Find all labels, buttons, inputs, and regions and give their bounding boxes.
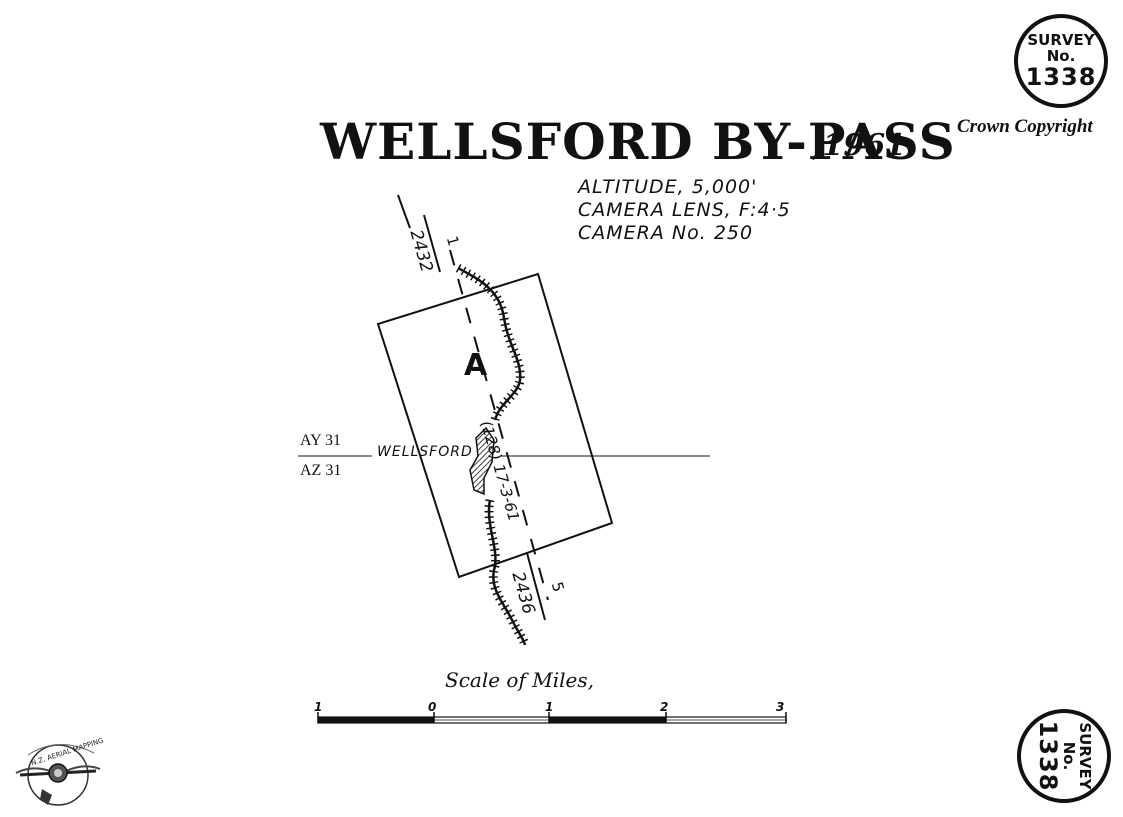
map-year: ,1961: [812, 128, 906, 163]
scale-tick-label: 3: [776, 700, 785, 714]
scale-tick-label: 1: [545, 700, 554, 714]
survey-stamp-top: SURVEY No. 1338: [1014, 14, 1108, 108]
stamp-number: 1338: [1025, 63, 1097, 91]
road-route-hatch: [484, 499, 530, 647]
photo-coverage-frame: [376, 272, 614, 579]
sheet-label-south: AZ 31: [300, 462, 342, 479]
flight-specs: ALTITUDE, 5,000' CAMERA LENS, F:4·5 CAME…: [578, 176, 791, 245]
camera-number-text: CAMERA No. 250: [578, 222, 754, 244]
altitude-text: ALTITUDE, 5,000': [578, 176, 758, 198]
flight-line-dashed: [449, 249, 549, 601]
place-label-wellsford: WELLSFORD: [377, 444, 473, 460]
camera-lens-text: CAMERA LENS, F:4·5: [578, 199, 791, 221]
stamp-survey-label: SURVEY: [1027, 31, 1095, 49]
scale-tick-label: 2: [660, 700, 669, 714]
road-route-hatch: [455, 264, 525, 422]
scale-title: Scale of Miles,: [445, 668, 594, 692]
scale-tick-label: 1: [314, 700, 323, 714]
run-label-a: A: [464, 348, 488, 383]
scale-bar: [317, 712, 787, 724]
start-frame-tick: [423, 214, 441, 273]
wellsford-town-area: [469, 426, 495, 496]
sheet-label-north: AY 31: [300, 432, 342, 449]
flight-line: [397, 194, 411, 229]
end-frame-tick: [526, 552, 546, 621]
scale-tick-label: 0: [428, 700, 437, 714]
aerial-mapping-logo-icon: N.Z. AERIAL MAPPING: [15, 736, 104, 806]
crown-copyright: Crown Copyright: [957, 116, 1093, 137]
map-title: WELLSFORD BY-PASS: [320, 112, 956, 171]
stamp-no-label: No.: [1046, 47, 1076, 65]
